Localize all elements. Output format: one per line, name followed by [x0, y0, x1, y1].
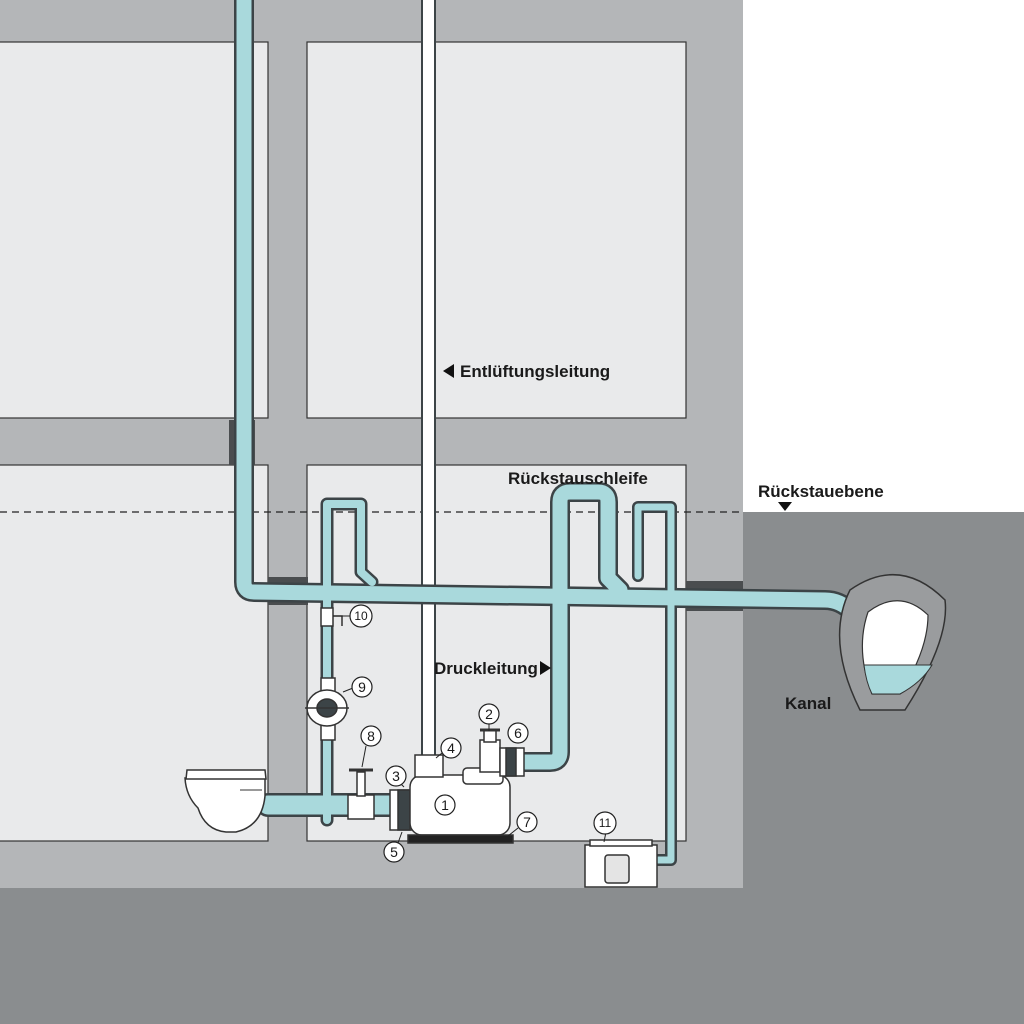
svg-text:5: 5: [390, 844, 398, 860]
callouts: 1 2 3 4 5 6 7 8 9 10 11: [333, 604, 617, 863]
svg-text:6: 6: [514, 725, 522, 741]
svg-text:8: 8: [367, 728, 375, 744]
sewer-label: Kanal: [785, 694, 831, 713]
svg-text:2: 2: [485, 706, 493, 722]
svg-text:3: 3: [392, 768, 400, 784]
pressure-coupling-icon: [499, 747, 525, 777]
hand-pump-icon: [305, 677, 349, 741]
components: [305, 607, 658, 888]
callout-1: 1: [434, 794, 456, 816]
backflow-level-marker-icon: [778, 502, 792, 511]
callout-2: 2: [478, 703, 500, 731]
room-upper-left: [0, 41, 269, 419]
callout-9: 9: [342, 676, 373, 698]
svg-text:9: 9: [358, 679, 366, 695]
pressure-line-label: Druckleitung: [434, 659, 538, 678]
callout-5: 5: [383, 831, 405, 863]
callout-3: 3: [385, 765, 407, 788]
svg-text:1: 1: [441, 797, 449, 813]
vent-line-label: Entlüftungsleitung: [460, 362, 610, 381]
svg-text:4: 4: [447, 740, 455, 756]
callout-10: 10: [333, 604, 373, 628]
vent-pipe: [421, 0, 436, 770]
svg-text:7: 7: [523, 814, 531, 830]
labels: Entlüftungsleitung Rückstauschleife Rück…: [434, 362, 884, 713]
backflow-loop-label: Rückstauschleife: [508, 469, 648, 488]
callout-8: 8: [360, 725, 382, 768]
toilet-icon: [184, 769, 267, 833]
arrow-left-icon: [443, 364, 454, 378]
callout-4: 4: [435, 737, 462, 759]
arrow-right-icon: [540, 661, 551, 675]
callout-7: 7: [507, 811, 538, 837]
pump-pit-icon: [584, 839, 658, 888]
svg-text:10: 10: [354, 609, 368, 623]
svg-text:11: 11: [599, 816, 612, 830]
lifting-station-icon: [407, 754, 514, 844]
gate-valve-icon: [347, 768, 375, 820]
backflow-level-label: Rückstauebene: [758, 482, 884, 501]
callout-6: 6: [507, 722, 529, 744]
check-valve-icon: [479, 728, 501, 773]
sewer-channel: [838, 573, 947, 711]
room-upper-right: [306, 41, 687, 419]
callout-11: 11: [593, 811, 617, 843]
